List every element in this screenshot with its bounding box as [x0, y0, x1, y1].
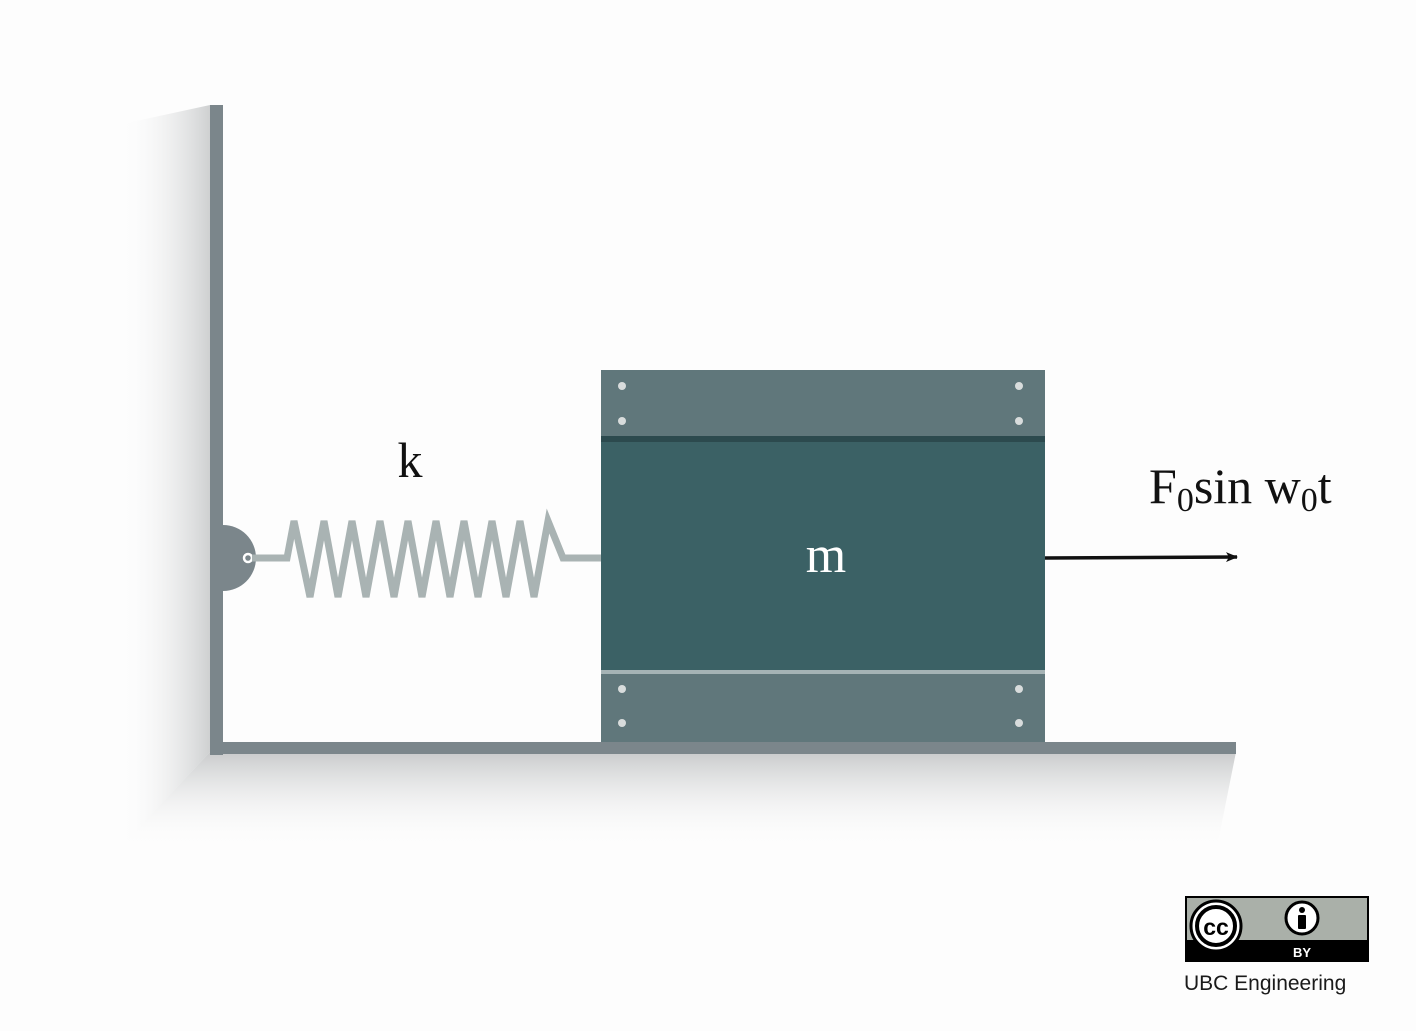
wall-shadow	[118, 105, 210, 850]
force-label-sub1: 0	[1177, 482, 1194, 519]
force-label-sub2: 0	[1301, 482, 1318, 519]
credit-text: UBC Engineering	[1184, 972, 1347, 995]
floor-shadow	[118, 752, 1236, 850]
wall	[210, 105, 223, 755]
floor	[210, 742, 1236, 754]
rivet	[618, 685, 626, 693]
mass-block	[601, 370, 1045, 742]
rivet	[1015, 719, 1023, 727]
spring-constant-label: k	[398, 432, 423, 488]
mass-top-plate-edge	[601, 436, 1045, 442]
by-text: BY	[1293, 945, 1311, 960]
cc-by-badge: cc BY	[1185, 896, 1369, 962]
spring	[252, 508, 601, 598]
cc-icon-inner	[1195, 905, 1237, 947]
mass-label: m	[806, 527, 846, 584]
cc-icon-text: cc	[1203, 914, 1229, 940]
attribution-icon-head	[1299, 907, 1305, 913]
force-label: F0sin w0t	[1149, 458, 1332, 519]
force-label-f: F	[1149, 458, 1177, 514]
force-label-sin-w: sin w	[1194, 458, 1301, 514]
rivet	[618, 417, 626, 425]
rivet	[1015, 685, 1023, 693]
rivet	[618, 382, 626, 390]
force-arrow	[1044, 552, 1238, 563]
mass-bottom-plate-edge	[601, 670, 1045, 674]
mass-bottom-plate	[601, 674, 1045, 742]
spring-anchor	[223, 525, 256, 591]
rivet	[618, 719, 626, 727]
mass-top-plate	[601, 370, 1045, 438]
rivet	[1015, 382, 1023, 390]
force-label-t: t	[1318, 458, 1332, 514]
rivet	[1015, 417, 1023, 425]
attribution-icon-body	[1298, 915, 1306, 929]
mass-body	[601, 442, 1045, 670]
